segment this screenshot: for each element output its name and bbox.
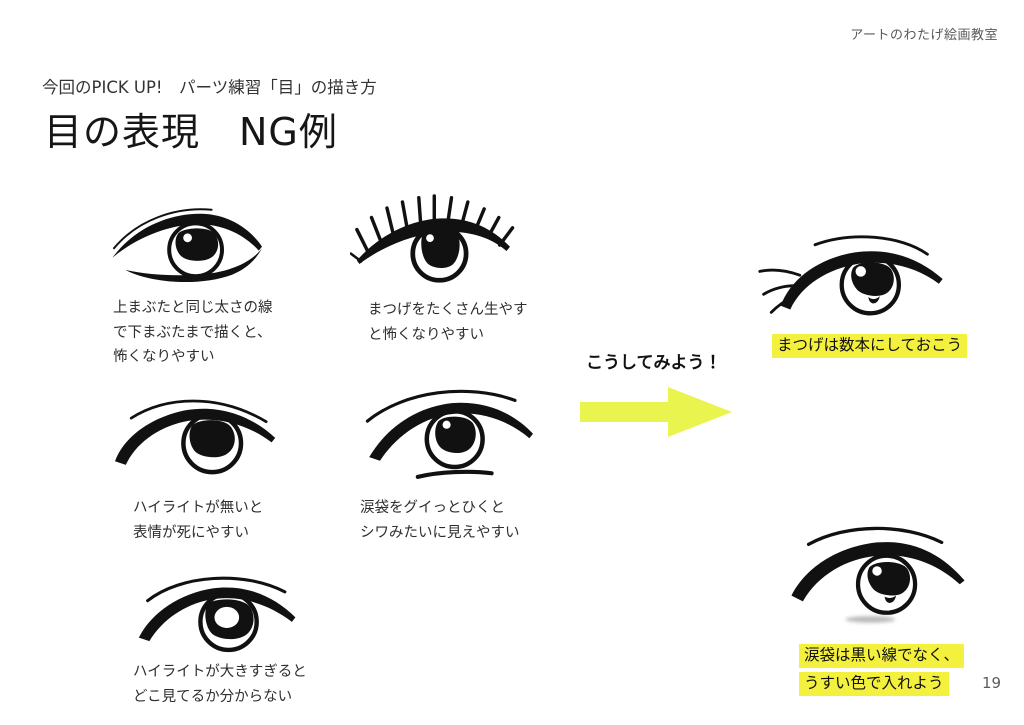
ng-caption-line: シワみたいに見えやすい <box>360 524 520 541</box>
ng-caption-line: ハイライトが大きすぎると <box>133 664 307 680</box>
ng-caption-line: で下まぶたまで描くと、 <box>113 324 272 341</box>
ng-caption-line: 表情が死にやすい <box>133 524 249 541</box>
good-caption-2: 涙袋は黒い線でなく、 うすい色で入れよう <box>799 644 965 696</box>
ng-caption-line: 上まぶたと同じ太さの線 <box>113 300 273 316</box>
page-number: 19 <box>982 674 1002 692</box>
ng-caption-line: まつげをたくさん生やす <box>368 302 528 318</box>
eye-drawing-few-lashes <box>758 235 943 316</box>
ng-caption-line: と怖くなりやすい <box>368 326 484 343</box>
highlighted-caption-line: 涙袋は黒い線でなく、 <box>799 644 965 668</box>
ng-caption-line: どこ見てるか分からない <box>133 688 293 705</box>
good-caption-1: まつげは数本にしておこう <box>772 334 968 358</box>
kicker-text: 今回のPICK UP! パーツ練習「目」の描き方 <box>42 78 377 97</box>
suggestion-label: こうしてみよう！ <box>586 353 722 373</box>
ng-caption-line: 怖くなりやすい <box>113 349 215 365</box>
eye-drawing-no-highlight <box>115 399 276 475</box>
ng-caption-5: ハイライトが大きすぎると どこ見てるか分からない <box>133 660 307 709</box>
soft-tearbag-smudge <box>845 616 896 623</box>
brand-text: アートのわたげ絵画教室 <box>850 28 998 43</box>
eye-drawing-big-highlight <box>138 576 296 653</box>
ng-caption-3: ハイライトが無いと 表情が死にやすい <box>133 496 263 545</box>
arrow-right-icon <box>580 387 732 437</box>
eye-drawing-tearbag-line <box>365 389 533 479</box>
eye-drawing-equal-thickness <box>112 208 263 283</box>
ng-caption-2: まつげをたくさん生やす と怖くなりやすい <box>368 298 528 347</box>
page-title: 目の表現 NG例 <box>44 110 338 154</box>
ng-caption-1: 上まぶたと同じ太さの線 で下まぶたまで描くと、 怖くなりやすい <box>113 296 273 370</box>
highlighted-caption-line: まつげは数本にしておこう <box>772 334 968 358</box>
ng-caption-4: 涙袋をグイっとひくと シワみたいに見えやすい <box>360 496 520 545</box>
ng-caption-line: ハイライトが無いと <box>133 500 264 516</box>
eye-drawing-many-lashes <box>350 194 515 283</box>
highlighted-caption-line: うすい色で入れよう <box>799 672 949 696</box>
eye-drawing-soft-tearbag <box>791 526 965 623</box>
ng-caption-line: 涙袋をグイっとひくと <box>360 500 505 516</box>
